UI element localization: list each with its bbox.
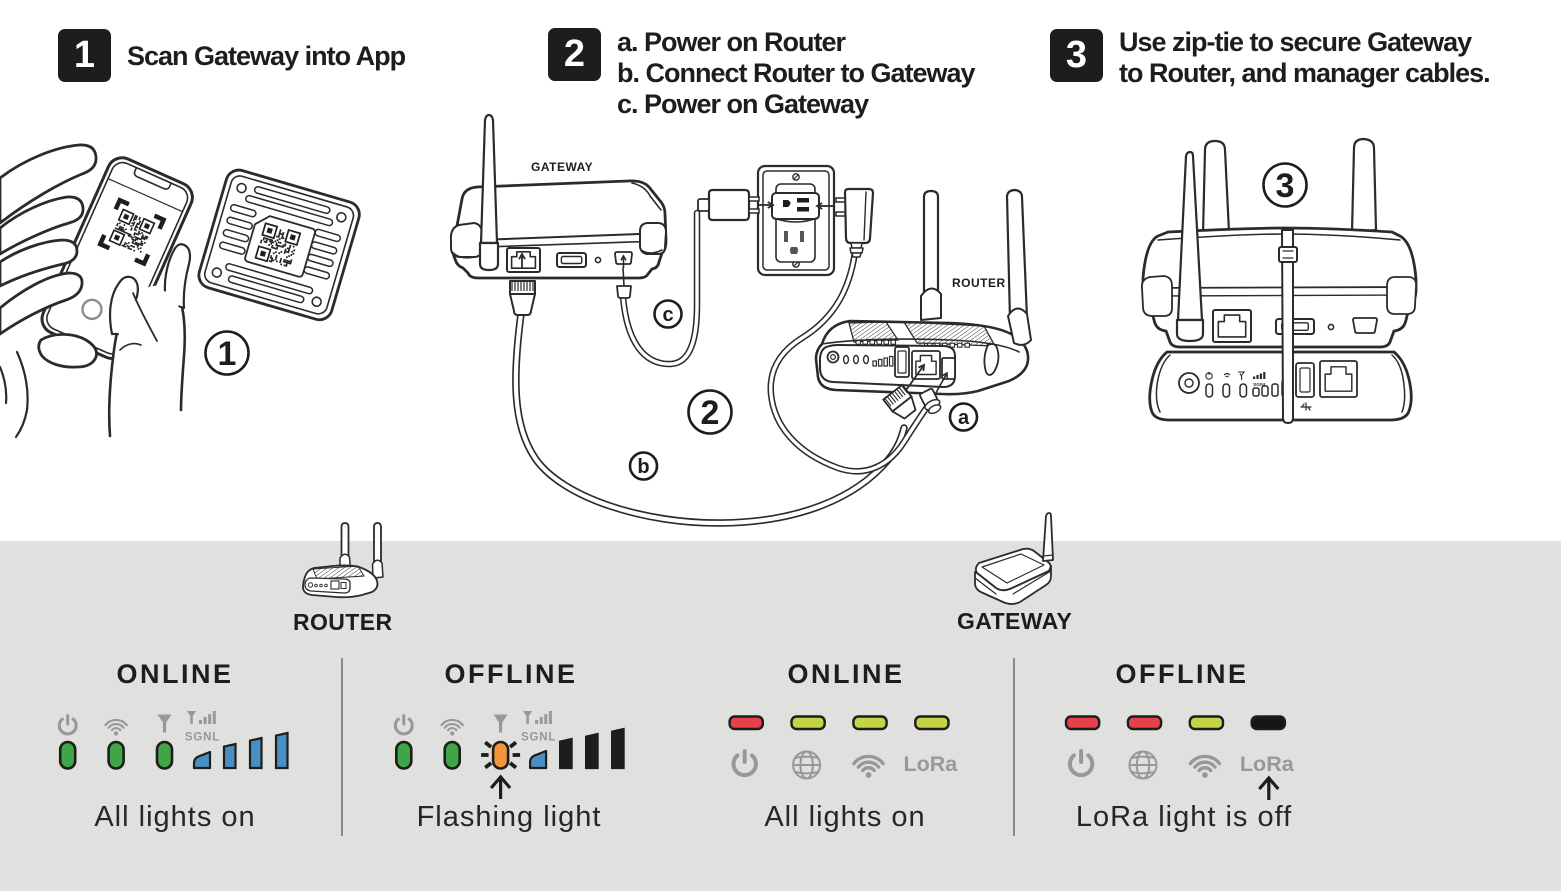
svg-text:2: 2 xyxy=(701,394,720,432)
svg-text:3: 3 xyxy=(1276,167,1295,205)
svg-text:c: c xyxy=(662,304,673,326)
svg-text:1: 1 xyxy=(218,335,237,373)
svg-text:SGNL: SGNL xyxy=(1253,382,1267,388)
svg-text:LoRa: LoRa xyxy=(1240,752,1295,776)
svg-text:SGNL: SGNL xyxy=(521,732,556,744)
svg-text:SGNL: SGNL xyxy=(185,732,220,744)
svg-text:a: a xyxy=(958,407,970,429)
svg-text:b: b xyxy=(637,456,649,478)
svg-text:LoRa: LoRa xyxy=(904,752,959,776)
